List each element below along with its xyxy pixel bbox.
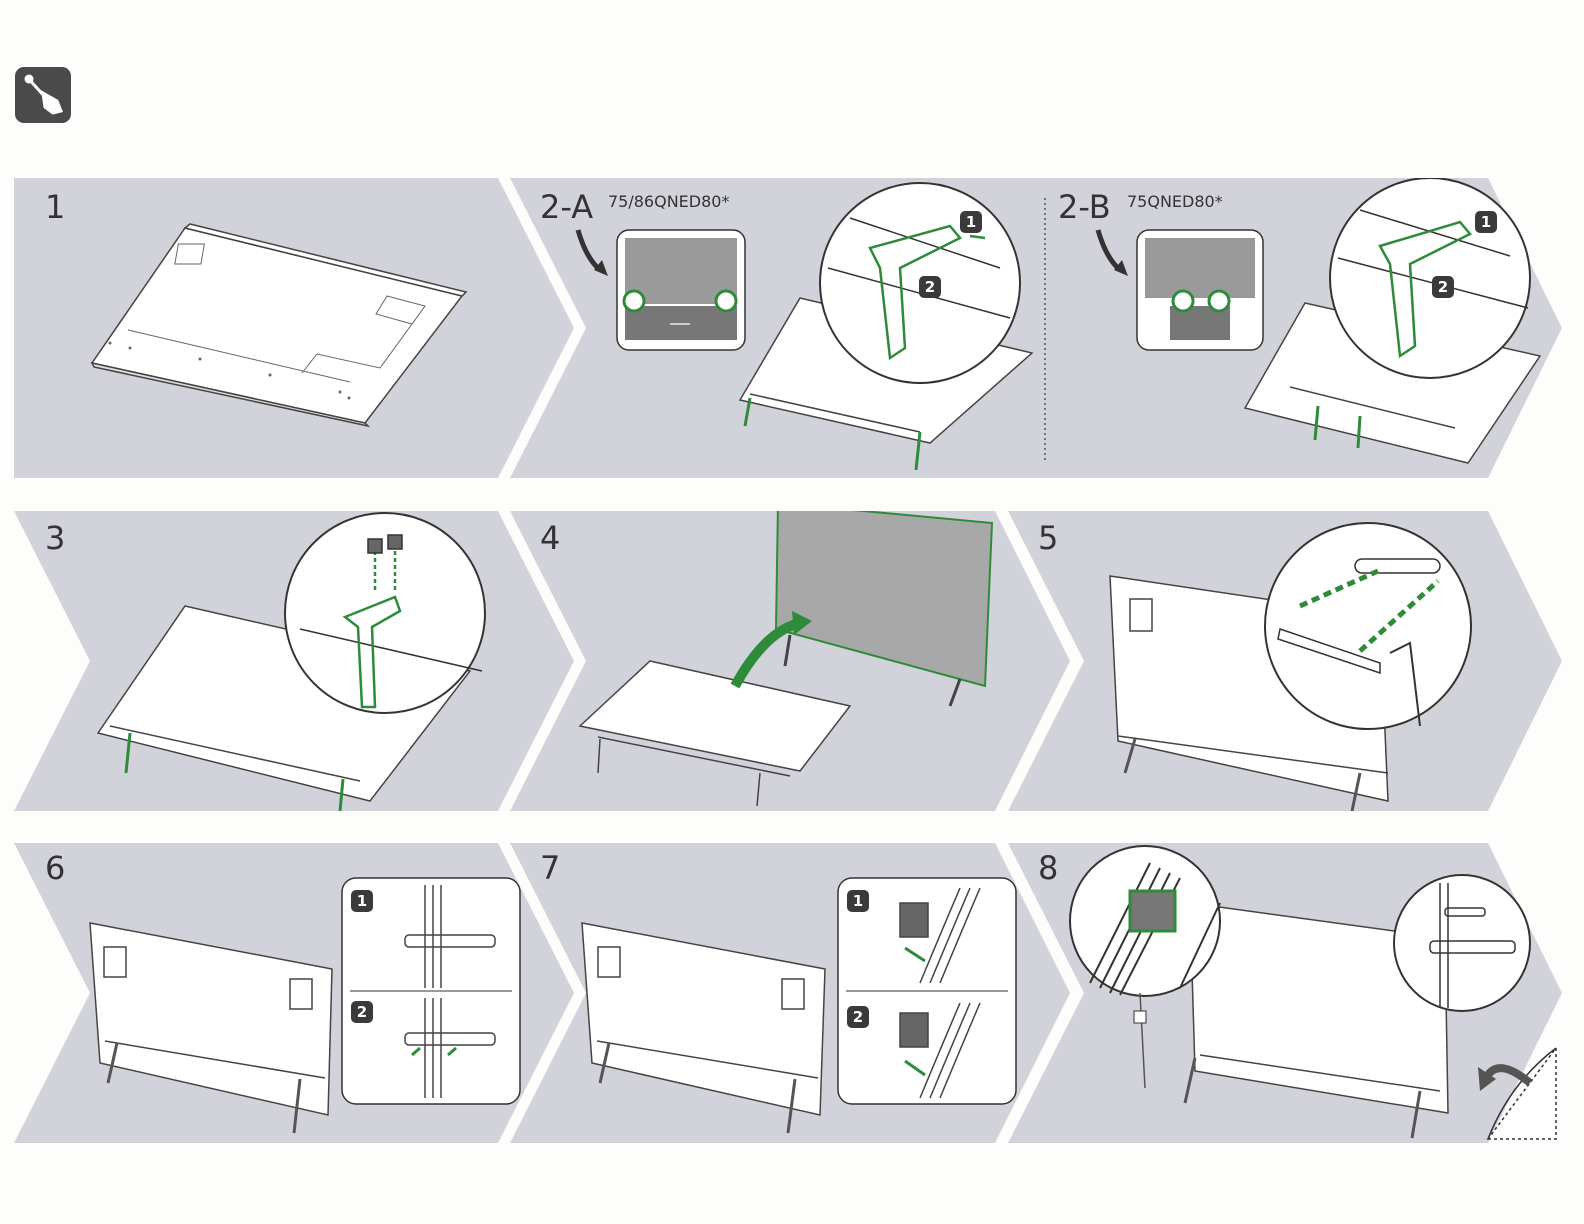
step-row-3: 6 7 8 bbox=[0, 843, 1584, 1143]
sub-step-badge: 1 bbox=[847, 890, 869, 912]
screwdriver-icon bbox=[15, 67, 71, 123]
tv-face-down-illustration bbox=[0, 178, 1584, 478]
sub-step-badge: 2 bbox=[847, 1006, 869, 1028]
step-row-1: 1 2-A 75/86QNED80* 2-B 75QNED80* bbox=[0, 178, 1584, 478]
stand-assembly-illustration bbox=[0, 511, 1584, 811]
cable-management-illustration bbox=[0, 843, 1584, 1143]
sub-step-badge: 1 bbox=[351, 890, 373, 912]
step-row-2: 3 4 5 bbox=[0, 511, 1584, 811]
sub-step-badge: 1 bbox=[1475, 211, 1497, 233]
sub-step-badge: 2 bbox=[919, 276, 941, 298]
sub-step-badge: 2 bbox=[351, 1001, 373, 1023]
sub-step-badge: 1 bbox=[960, 211, 982, 233]
sub-step-badge: 2 bbox=[1432, 276, 1454, 298]
